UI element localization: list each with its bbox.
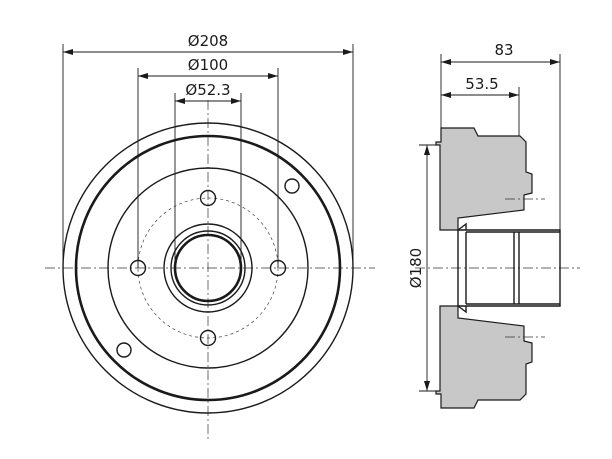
bolt-hole-bottom	[199, 329, 217, 347]
drum-wall-section-upper	[435, 127, 533, 231]
dim-label-total-height: 83	[494, 41, 513, 59]
hub-flange-lower	[457, 305, 467, 314]
adjuster-hole-lower-left	[116, 342, 132, 358]
side-view: 83 53.5 Ø180	[407, 41, 580, 409]
hub-body	[457, 229, 561, 307]
hub-outer	[163, 223, 253, 313]
dimension-bolt-circle: Ø100	[137, 56, 279, 268]
dim-label-hub-height: 53.5	[465, 75, 498, 93]
dimension-outer-diameter: Ø208	[62, 32, 354, 268]
drum-wall-section-lower	[435, 305, 533, 409]
dimension-hub-height: 53.5	[441, 75, 520, 136]
bolt-hole-top	[199, 189, 217, 207]
dimension-inner-diameter: Ø180	[407, 144, 440, 392]
drum-rim-inner	[74, 134, 342, 402]
dim-label-inner-diameter: Ø180	[407, 248, 425, 288]
hub-flange-upper	[457, 222, 467, 231]
dim-label-outer-diameter: Ø208	[188, 32, 228, 50]
dimension-total-height: 83	[440, 41, 561, 230]
adjuster-hole-upper-right	[284, 178, 300, 194]
front-view: Ø208 Ø100 Ø52.3	[45, 32, 375, 440]
dimension-center-bore: Ø52.3	[174, 81, 242, 268]
dim-label-center-bore: Ø52.3	[185, 81, 230, 99]
drum-face-ring	[107, 167, 309, 369]
hub-ring	[170, 230, 246, 306]
dim-label-bolt-circle: Ø100	[188, 56, 228, 74]
